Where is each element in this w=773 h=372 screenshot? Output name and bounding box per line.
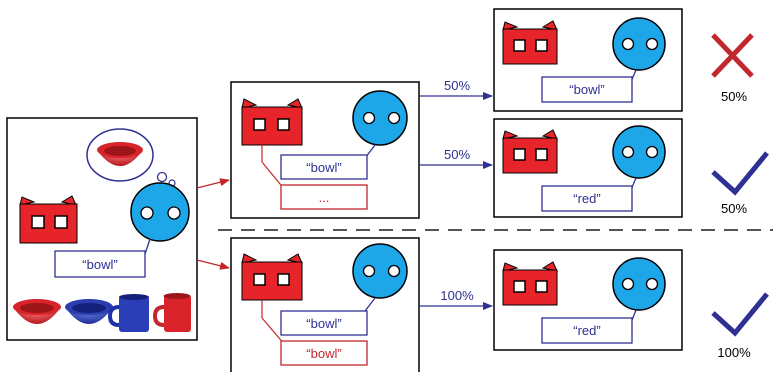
speaker-robot-icon [502, 129, 558, 174]
thought-bubble [86, 128, 176, 187]
probability-label: 50% [444, 78, 470, 93]
utterance-label: “bowl” [306, 160, 341, 175]
blue-bowl-object-icon [65, 299, 113, 324]
red-bowl-icon [97, 142, 143, 166]
listener-face-icon [612, 125, 666, 179]
probability-label: 100% [440, 288, 474, 303]
utterance-label: “bowl” [306, 346, 341, 361]
utterance-label: “bowl” [306, 316, 341, 331]
outcome-percentage: 50% [721, 89, 747, 104]
utterance-label: ... [319, 190, 330, 205]
listener-face-icon [612, 17, 666, 71]
arrow-to-top-panel [196, 178, 230, 189]
speaker-robot-icon [241, 98, 303, 146]
speaker-utterance-box: ... [280, 184, 368, 210]
speaker-utterance-box: “bowl” [280, 340, 368, 366]
speaker-robot-icon [502, 20, 558, 65]
listener-face-icon [130, 182, 190, 242]
speaker-robot-icon [502, 261, 558, 306]
speaker-robot-icon [241, 253, 303, 301]
listener-utterance-box: “bowl” [541, 76, 633, 103]
listener-face-icon [352, 243, 408, 299]
listener-face-icon [352, 90, 408, 146]
listener-utterance-box: “red” [541, 185, 633, 212]
cross-icon [711, 33, 754, 78]
listener-utterance-box: “bowl” [54, 250, 146, 278]
utterance-label: “red” [573, 191, 600, 206]
outcome-percentage: 100% [717, 345, 751, 360]
utterance-label: “bowl” [82, 257, 117, 272]
listener-utterance-box: “red” [541, 317, 633, 344]
red-bowl-object-icon [13, 299, 61, 324]
utterance-label: “red” [573, 323, 600, 338]
blue-mug-object-icon [107, 294, 149, 332]
arrow-to-bottom-panel [196, 259, 230, 270]
outcome-percentage: 50% [721, 201, 747, 216]
probability-label: 50% [444, 147, 470, 162]
speaker-robot-icon [19, 195, 78, 244]
listener-face-icon [612, 257, 666, 311]
red-mug-object-icon [152, 293, 191, 332]
checkmark-icon [711, 151, 769, 196]
listener-utterance-box: “bowl” [280, 310, 368, 336]
checkmark-icon [711, 292, 769, 337]
utterance-label: “bowl” [569, 82, 604, 97]
listener-utterance-box: “bowl” [280, 154, 368, 180]
